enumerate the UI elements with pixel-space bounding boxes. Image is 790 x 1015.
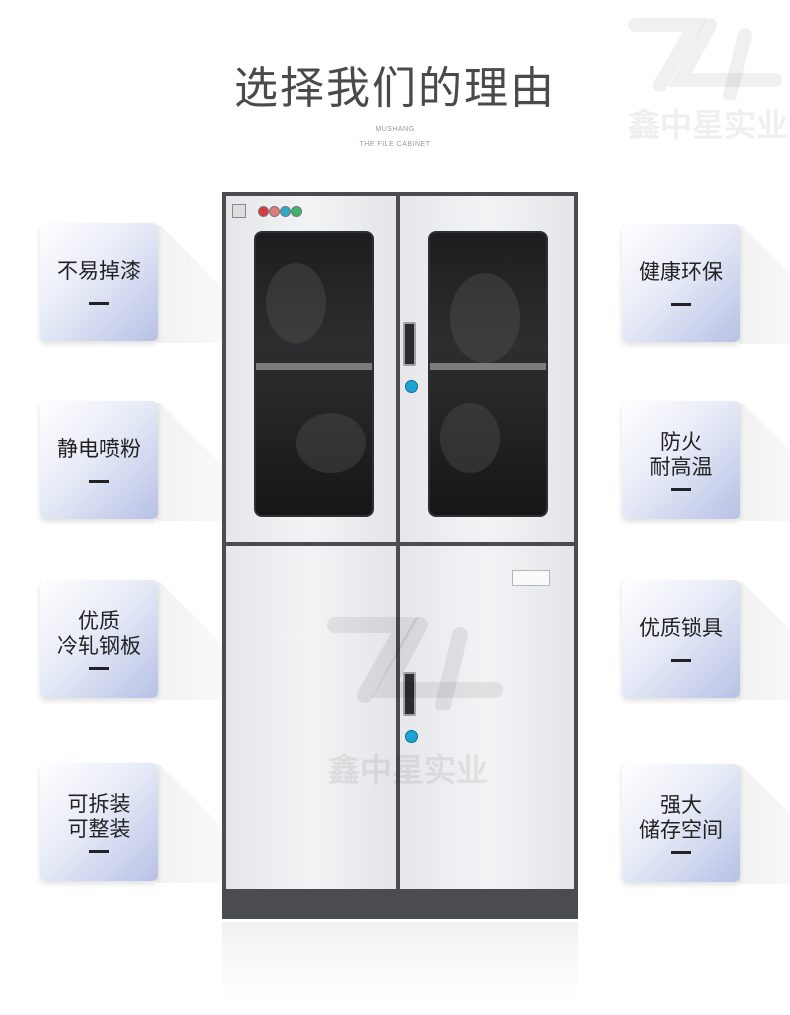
cabinet-door-bottom-left: [226, 546, 396, 889]
feature-text: 可拆装: [67, 791, 131, 816]
door-handle-bottom[interactable]: [403, 672, 416, 716]
feature-dash: [671, 487, 691, 491]
feature-text: 不易掉漆: [57, 259, 141, 283]
feature-dash: [89, 849, 109, 853]
cabinet-door-top-right: [400, 196, 574, 542]
feature-dash: [671, 850, 691, 854]
feature-text: 储存空间: [639, 817, 723, 842]
feature-text: 冷轧钢板: [57, 633, 141, 658]
watermark-logo-icon: [628, 18, 782, 100]
feature-text: 优质: [78, 608, 120, 633]
cabinet-reflection: [222, 922, 578, 1002]
feature-dash: [671, 659, 691, 662]
watermark-brand-top: 鑫中星实业: [628, 106, 789, 144]
door-handle-top[interactable]: [403, 322, 416, 366]
glass-window-right: [428, 231, 548, 517]
cabinet-door-bottom-right: [400, 546, 574, 889]
label-tag-icon: [232, 204, 246, 218]
feature-dash: [89, 666, 109, 670]
lock-top-icon[interactable]: [405, 380, 418, 393]
cabinet-door-top-left: [226, 196, 396, 542]
feature-text: 防火: [660, 429, 702, 454]
feature-card-steel: 优质 冷轧钢板: [40, 580, 158, 698]
feature-text: 优质锁具: [639, 616, 723, 640]
feature-card-fireproof: 防火 耐高温: [622, 401, 740, 519]
feature-card-powder: 静电喷粉: [40, 401, 158, 519]
lock-bottom-icon[interactable]: [405, 730, 418, 743]
feature-dash: [89, 480, 109, 483]
file-cabinet: [222, 192, 578, 919]
feature-card-eco: 健康环保: [622, 224, 740, 342]
feature-card-lock: 优质锁具: [622, 580, 740, 698]
feature-dash: [671, 303, 691, 306]
feature-card-paint: 不易掉漆: [40, 223, 158, 341]
feature-dash: [89, 302, 109, 305]
feature-text: 强大: [660, 792, 702, 817]
feature-text: 静电喷粉: [57, 437, 141, 461]
watermark-logo-center-icon: [327, 617, 503, 710]
page-title: 选择我们的理由: [234, 63, 556, 114]
feature-text: 耐高温: [649, 454, 713, 479]
glass-window-left: [254, 231, 374, 517]
subtitle-brand: MUSHANG: [375, 126, 415, 133]
feature-text: 健康环保: [639, 260, 723, 284]
watermark-brand-center: 鑫中星实业: [328, 751, 489, 789]
blue-indicator-icon: [280, 206, 291, 217]
feature-card-assembly: 可拆装 可整装: [40, 763, 158, 881]
feature-text: 可整装: [67, 816, 131, 841]
label-slot: [512, 570, 550, 586]
red-indicator-icon: [258, 206, 269, 217]
pink-indicator-icon: [269, 206, 280, 217]
subtitle-product: THE FILE CABINET: [359, 141, 431, 148]
feature-card-storage: 强大 储存空间: [622, 764, 740, 882]
green-indicator-icon: [291, 206, 302, 217]
